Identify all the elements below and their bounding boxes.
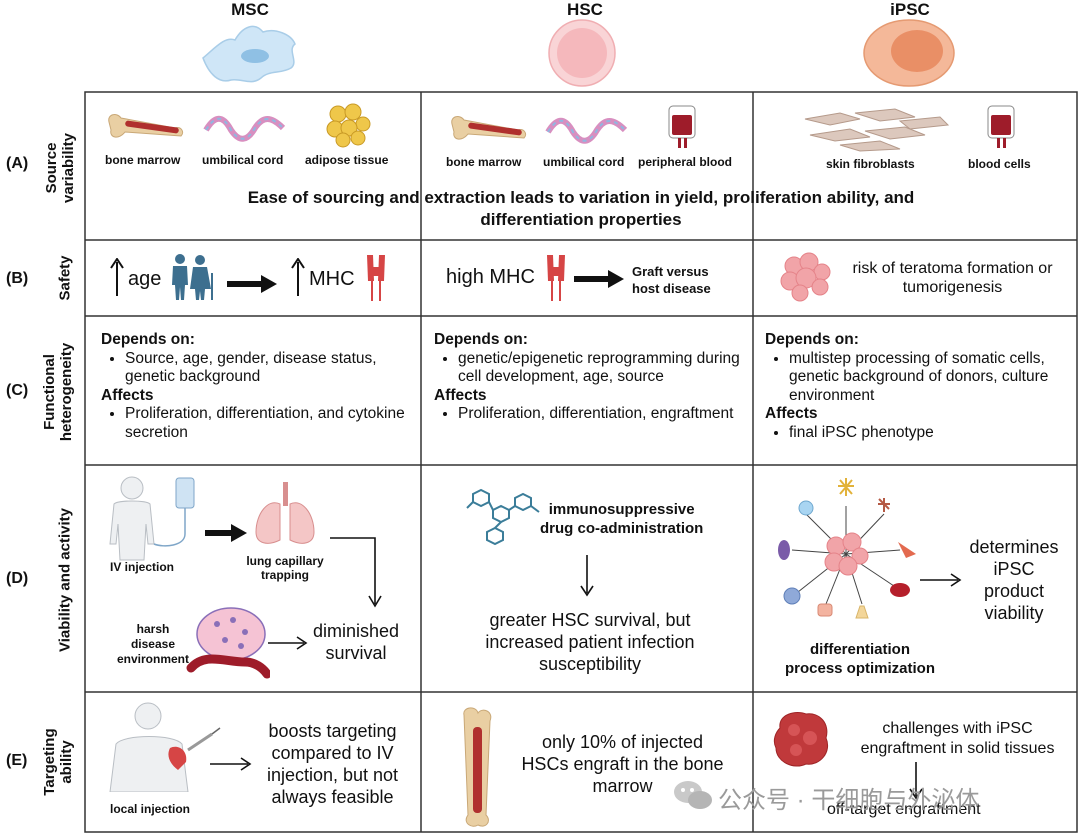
harsh-environment-label: harsh disease environment <box>116 622 189 666</box>
ipsc-process-label: differentiation process optimization <box>784 641 936 677</box>
diminished-survival-text: diminished survival <box>312 621 400 663</box>
tumor-cluster-icon <box>780 252 831 302</box>
watermark-text: 公众号 · 干细胞与外泌体 <box>718 787 980 814</box>
row-label-b: Safety <box>56 255 74 301</box>
ipsc-tumor-risk-text: risk of teratoma formation or tumorigene… <box>852 260 1053 296</box>
right-arrow-icon <box>268 636 308 650</box>
hsc-source-peripheral-blood: peripheral blood <box>638 155 733 169</box>
ipsc-viability-text: determines iPSC product viability <box>969 537 1059 623</box>
solid-tissue-icon <box>773 712 828 767</box>
right-arrow-icon <box>205 524 247 542</box>
up-arrow-icon <box>291 258 305 296</box>
msc-source-bone-marrow: bone marrow <box>105 153 181 167</box>
hsc-engraft-text: only 10% of injected HSCs engraft in the… <box>521 732 724 796</box>
hsc-source-umbilical-cord: umbilical cord <box>543 155 625 169</box>
umbilical-cord-icon <box>203 115 286 142</box>
msc-age-text: age <box>128 268 162 290</box>
differentiation-radial-icon <box>778 478 916 619</box>
right-arrow-icon <box>227 275 277 293</box>
row-letter-b: (B) <box>6 270 29 287</box>
column-header-ipsc: iPSC <box>890 0 930 19</box>
skin-fibroblasts-icon <box>804 108 950 152</box>
hsc-survival-text: greater HSC survival, but increased pati… <box>485 610 695 674</box>
hsc-heterogeneity: Depends on: genetic/epigenetic reprogram… <box>434 331 749 424</box>
umbilical-cord-icon <box>545 117 628 144</box>
right-arrow-icon <box>574 270 624 288</box>
off-target-text: off-target engraftment <box>827 801 981 818</box>
drug-molecule-icon <box>466 488 540 546</box>
source-summary: Ease of sourcing and extraction leads to… <box>247 188 915 229</box>
mhc-molecule-icon <box>367 255 385 301</box>
gvhd-text: Graft versus host disease <box>632 264 711 296</box>
column-header-hsc: HSC <box>567 0 603 19</box>
local-injection-icon <box>109 702 221 792</box>
disease-tissue-icon <box>186 607 270 679</box>
msc-source-umbilical-cord: umbilical cord <box>202 153 284 167</box>
msc-mhc-text: MHC <box>309 268 355 290</box>
msc-cell-icon <box>202 25 296 83</box>
hsc-drug-label: immunosuppressive drug co-administration <box>540 501 704 537</box>
right-arrow-icon <box>920 573 962 587</box>
down-arrow-icon <box>580 555 594 597</box>
iv-patient-icon <box>109 476 195 561</box>
up-arrow-icon <box>110 258 124 296</box>
iv-injection-label: IV injection <box>110 560 175 574</box>
ipsc-source-skin-fibroblasts: skin fibroblasts <box>826 157 915 171</box>
ipsc-source-blood-cells: blood cells <box>968 157 1031 171</box>
ipsc-cell-icon <box>863 19 955 87</box>
local-injection-label: local injection <box>110 802 191 816</box>
down-elbow-arrow-icon <box>330 537 382 608</box>
row-letter-c: (C) <box>6 382 29 399</box>
elderly-couple-icon <box>172 254 213 300</box>
bone-marrow-icon <box>451 116 527 140</box>
lungs-icon <box>255 482 315 544</box>
ipsc-challenge-text: challenges with iPSC engraftment in soli… <box>860 720 1055 757</box>
row-label-d: Viability and activity <box>56 508 74 652</box>
msc-heterogeneity: Depends on: Source, age, gender, disease… <box>101 331 411 442</box>
column-header-msc: MSC <box>231 0 269 19</box>
femur-bone-icon <box>463 707 492 827</box>
blood-bag-icon <box>987 105 1015 148</box>
msc-source-adipose-tissue: adipose tissue <box>305 153 389 167</box>
bone-marrow-icon <box>108 114 184 138</box>
row-letter-d: (D) <box>6 570 29 587</box>
hsc-high-mhc-text: high MHC <box>446 266 535 288</box>
down-arrow-icon <box>909 762 923 800</box>
ipsc-heterogeneity: Depends on: multistep processing of soma… <box>765 331 1065 442</box>
hsc-cell-icon <box>548 19 616 87</box>
msc-targeting-text: boosts targeting compared to IV injectio… <box>266 721 399 807</box>
row-letter-a: (A) <box>6 155 29 172</box>
adipose-tissue-icon <box>326 103 371 148</box>
blood-bag-icon <box>668 105 696 148</box>
mhc-molecule-icon <box>547 255 565 301</box>
hsc-source-bone-marrow: bone marrow <box>446 155 522 169</box>
row-letter-e: (E) <box>6 752 28 769</box>
wechat-logo-icon <box>674 781 712 809</box>
right-arrow-icon <box>210 757 252 771</box>
lung-trapping-label: lung capillary trapping <box>246 554 324 582</box>
